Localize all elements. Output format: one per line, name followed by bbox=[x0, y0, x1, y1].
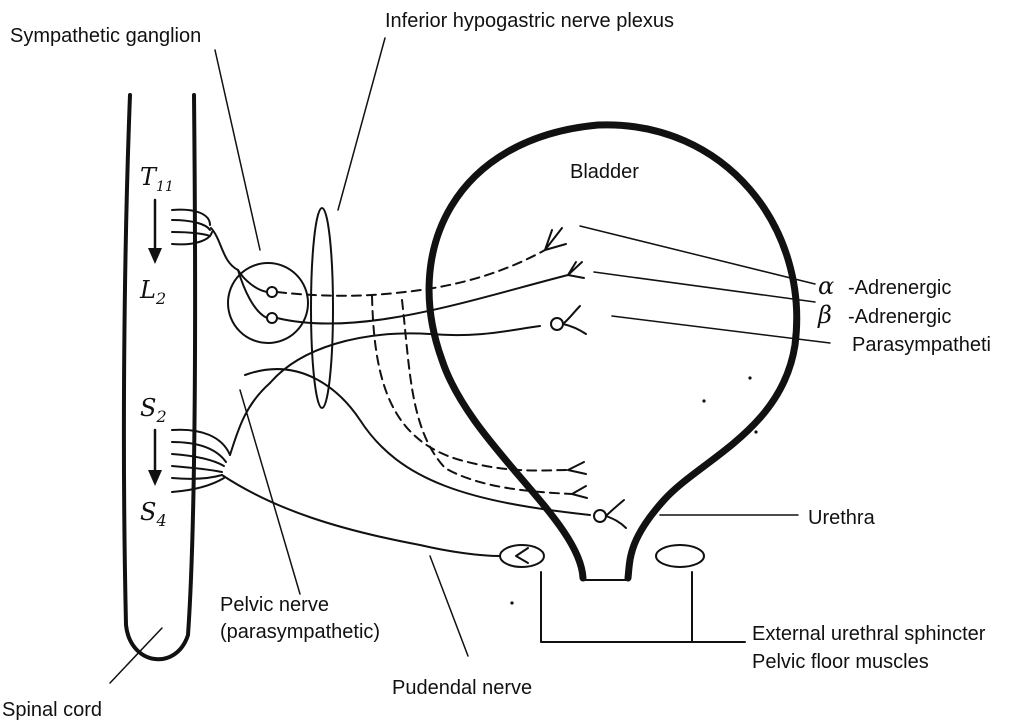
label-alpha-symbol: α bbox=[818, 272, 834, 300]
segment-t11-label: T11 bbox=[140, 163, 174, 195]
sympathetic-alpha-fiber bbox=[277, 250, 545, 296]
segment-s4-label: S4 bbox=[140, 498, 167, 530]
label-pelvic-floor: Pelvic floor muscles bbox=[752, 651, 929, 673]
segment-s2-label: S2 bbox=[140, 394, 167, 426]
label-sympathetic-ganglion: Sympathetic ganglion bbox=[10, 25, 201, 47]
t11-l2-arrowhead bbox=[148, 248, 162, 264]
label-beta-symbol: β bbox=[817, 301, 832, 329]
ganglion-cell-upper bbox=[267, 287, 277, 297]
sphincter-bracket bbox=[541, 572, 745, 642]
label-alpha-adrenergic: -Adrenergic bbox=[848, 277, 951, 299]
ganglion-cell-lower bbox=[267, 313, 277, 323]
label-bladder: Bladder bbox=[570, 161, 639, 183]
specks bbox=[510, 376, 757, 604]
sacral-roots bbox=[172, 383, 270, 492]
thoracolumbar-roots bbox=[172, 210, 238, 270]
label-pudendal-nerve: Pudendal nerve bbox=[392, 677, 532, 699]
label-pelvic-nerve: Pelvic nerve bbox=[220, 594, 329, 616]
s2-s4-arrowhead bbox=[148, 470, 162, 486]
label-parasympathetic: Parasympatheti bbox=[852, 334, 991, 356]
sympathetic-beta-fiber bbox=[277, 275, 568, 324]
label-external-sphincter: External urethral sphincter bbox=[752, 623, 986, 645]
label-beta-adrenergic: -Adrenergic bbox=[848, 306, 951, 328]
label-spinal-cord: Spinal cord bbox=[2, 699, 102, 721]
sympathetic-urethral-fiber-2 bbox=[402, 300, 572, 494]
label-urethra: Urethra bbox=[808, 507, 876, 529]
parasympathetic-ganglion-urethra bbox=[594, 510, 606, 522]
label-pelvic-nerve-parasympathetic: (parasympathetic) bbox=[220, 621, 380, 643]
pudendal-nerve bbox=[222, 475, 500, 556]
sphincter-muscle-left bbox=[500, 545, 544, 567]
sympathetic-urethral-fiber-1 bbox=[372, 296, 568, 471]
leader-lines bbox=[110, 38, 830, 683]
sphincter-muscle-right bbox=[656, 545, 704, 567]
segment-l2-label: L2 bbox=[139, 276, 166, 308]
parasympathetic-ganglion-bladder bbox=[551, 318, 563, 330]
label-inferior-hypogastric: Inferior hypogastric nerve plexus bbox=[385, 10, 674, 32]
